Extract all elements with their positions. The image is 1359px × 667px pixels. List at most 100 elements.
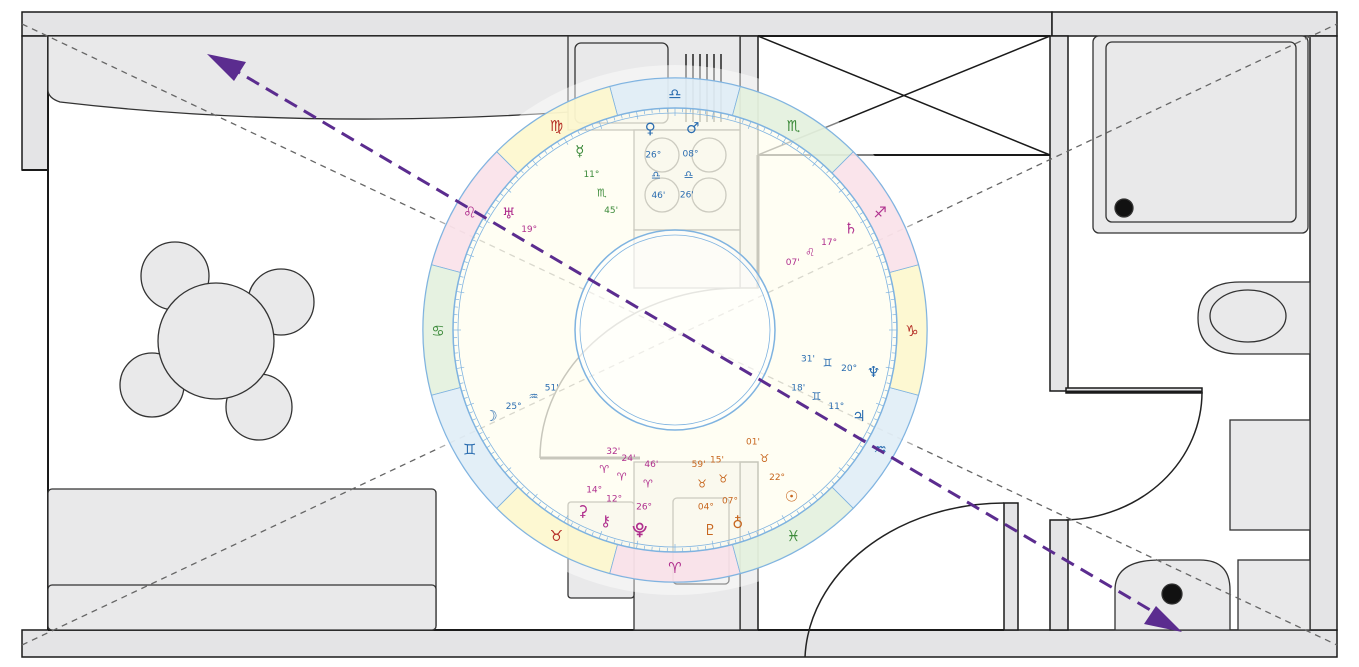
- planet-sign: ♌: [805, 246, 815, 259]
- degree-tick: [756, 124, 759, 129]
- degree-tick: [777, 522, 780, 527]
- degree-tick: [727, 114, 730, 119]
- degree-tick: [876, 411, 881, 414]
- degree-tick: [836, 181, 841, 185]
- wall-partition-bath: [1049, 35, 1069, 392]
- planet-glyph: ☽: [484, 407, 497, 425]
- degree-tick: [875, 253, 884, 258]
- degree-tick: [591, 531, 594, 536]
- degree-tick: [855, 451, 860, 455]
- degree-tick: [613, 539, 616, 544]
- zodiac-glyph-cancer: ♋: [431, 322, 444, 340]
- planet-degree: 07°: [722, 496, 738, 506]
- planet-degree: 20°: [841, 364, 857, 374]
- planet-sign: ♉: [697, 478, 707, 491]
- degree-tick: [636, 540, 639, 549]
- planet-glyph: ♀: [645, 120, 656, 138]
- planet-minutes: 15': [710, 455, 724, 465]
- bath-cabinet: [1229, 419, 1311, 531]
- degree-tick: [886, 382, 891, 385]
- degree-tick: [486, 445, 491, 448]
- degree-tick: [606, 118, 608, 123]
- planet-minutes: 46': [644, 460, 658, 470]
- planet-minutes: 59': [692, 460, 706, 470]
- planet-entry: ♀26°♎46': [645, 120, 666, 202]
- degree-tick: [526, 491, 530, 496]
- degree-tick: [495, 199, 499, 203]
- degree-tick: [550, 145, 554, 150]
- degree-tick: [802, 506, 806, 510]
- degree-tick: [882, 261, 887, 263]
- degree-tick: [884, 389, 889, 392]
- planet-glyph: ♄: [844, 220, 857, 238]
- planet-entry: ⚳14°♈32': [577, 447, 620, 520]
- degree-tick: [526, 164, 530, 169]
- degree-tick: [466, 402, 475, 407]
- bath-shelf: [1237, 559, 1311, 631]
- degree-tick: [628, 112, 631, 117]
- degree-tick: [461, 389, 466, 392]
- degree-tick: [509, 475, 514, 479]
- degree-tick: [826, 486, 830, 490]
- planet-sign: ♒: [529, 390, 539, 403]
- degree-tick: [459, 382, 464, 385]
- zodiac-glyph-capricorn: ♑: [905, 322, 918, 340]
- degree-tick: [781, 515, 787, 523]
- degree-tick: [636, 111, 639, 120]
- planet-entry: ♁07°♉15': [710, 455, 743, 532]
- degree-tick: [563, 515, 569, 523]
- wall-top-right: [1051, 11, 1338, 37]
- degree-tick: [890, 298, 895, 301]
- planet-glyph: ⯓: [632, 521, 647, 539]
- planet-sign: ♎: [651, 169, 661, 182]
- degree-tick: [550, 510, 554, 515]
- degree-tick: [472, 239, 476, 242]
- degree-tick: [777, 133, 780, 138]
- degree-tick: [734, 539, 737, 544]
- degree-tick: [886, 275, 891, 278]
- degree-tick: [486, 212, 491, 215]
- degree-tick: [846, 193, 851, 197]
- degree-tick: [851, 199, 855, 203]
- degree-tick: [719, 543, 722, 548]
- degree-tick: [620, 114, 623, 119]
- degree-tick: [515, 175, 519, 179]
- degree-tick: [538, 154, 542, 159]
- degree-tick: [620, 541, 623, 546]
- degree-tick: [482, 218, 490, 224]
- degree-tick: [812, 159, 818, 167]
- planet-entry: ⯓26°♈46': [632, 460, 658, 539]
- degree-tick: [538, 501, 542, 506]
- degree-tick: [472, 418, 476, 421]
- degree-tick: [836, 475, 841, 479]
- zodiac-glyph-gemini: ♊: [463, 441, 476, 459]
- degree-tick: [719, 112, 722, 117]
- degree-tick: [504, 187, 512, 193]
- planet-glyph: ♆: [867, 363, 880, 381]
- degree-tick: [742, 118, 744, 123]
- wall-right: [1309, 35, 1338, 631]
- degree-tick: [557, 514, 560, 519]
- planet-degree: 26°: [636, 502, 652, 512]
- planet-entry: ☿11°♏45': [575, 142, 618, 216]
- zodiac-glyph-libra: ♎: [668, 85, 681, 103]
- planet-sign: ♉: [718, 472, 728, 485]
- degree-tick: [478, 432, 483, 435]
- degree-tick: [796, 510, 800, 515]
- shower-inner: [1105, 41, 1297, 223]
- degree-tick: [478, 225, 483, 228]
- dining-table: [157, 282, 275, 400]
- degree-tick: [870, 232, 875, 235]
- degree-tick: [469, 411, 474, 414]
- degree-tick: [890, 359, 895, 362]
- degree-tick: [520, 170, 524, 174]
- degree-tick: [463, 397, 468, 399]
- degree-tick: [466, 253, 475, 258]
- zodiac-glyph-virgo: ♍: [550, 117, 563, 135]
- degree-tick: [870, 425, 875, 428]
- degree-tick: [838, 187, 846, 193]
- degree-tick: [882, 397, 887, 399]
- bath-door-swing: [1065, 391, 1203, 521]
- planet-degree: 04°: [698, 502, 714, 512]
